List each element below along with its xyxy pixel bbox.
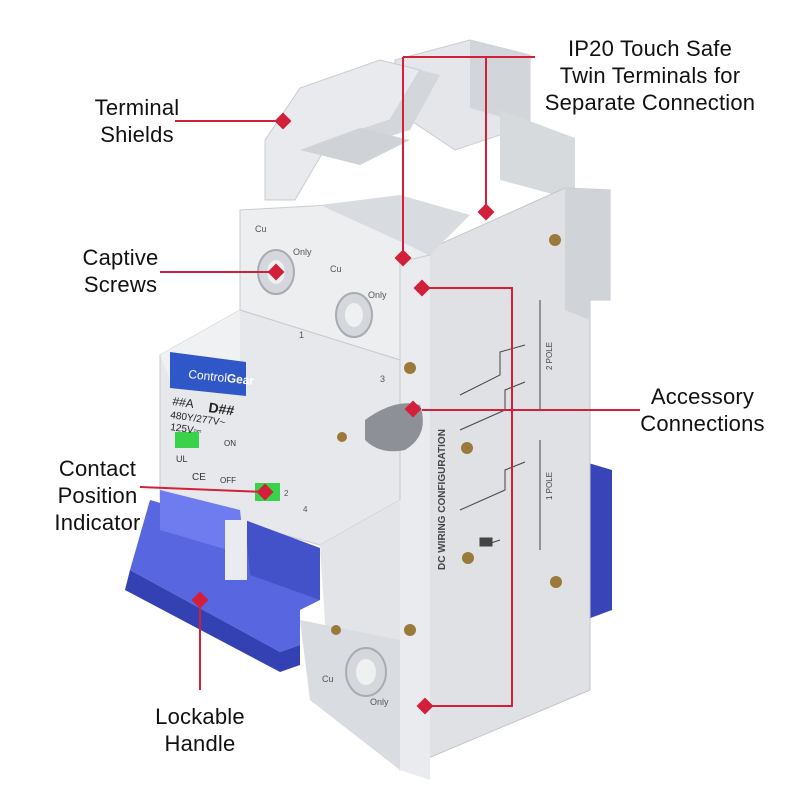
- ce-mark: CE: [192, 472, 206, 483]
- terminal-only-bottom: Only: [370, 697, 389, 707]
- terminal-number-1: 1: [299, 330, 304, 340]
- switch-on-label: ON: [224, 439, 236, 448]
- brand-label: ControlGear: [188, 367, 255, 388]
- side-wiring-label: DC WIRING CONFIGURATION: [437, 429, 448, 570]
- terminal-only-left: Only: [293, 247, 312, 257]
- terminal-cu-right: Cu: [330, 264, 342, 274]
- callout-captive-screws: Captive Screws: [82, 245, 159, 297]
- wiring-schematics: [459, 300, 541, 550]
- callout-accessory-connections: Accessory Connections: [640, 384, 765, 436]
- handle-graphic: [125, 490, 320, 672]
- terminal-number-2: 2: [284, 489, 289, 498]
- terminal-number-4: 4: [303, 505, 308, 514]
- terminal-number-3: 3: [380, 374, 385, 384]
- terminal-cu-left: Cu: [255, 224, 267, 234]
- terminal-only-right: Only: [368, 290, 387, 300]
- callout-markers: [191, 112, 495, 715]
- side-rivets: [331, 234, 562, 636]
- cert-mark: UL: [176, 454, 188, 464]
- terminal-shield-back: [394, 39, 575, 200]
- switch-off-label: OFF: [220, 476, 236, 485]
- screw-graphics: [257, 249, 387, 697]
- curve-label: D##: [208, 399, 236, 418]
- current-rating: ##A: [172, 394, 195, 411]
- terminal-cu-bottom: Cu: [322, 674, 334, 684]
- callout-contact-position-indicator: Contact Position Indicator: [54, 456, 141, 535]
- pole-2-label: 2 POLE: [545, 342, 554, 370]
- callout-terminal-shields: Terminal Shields: [94, 95, 180, 147]
- callout-lockable-handle: Lockable Handle: [155, 704, 245, 756]
- status-indicator: [175, 432, 199, 448]
- voltage-dc: 125V⎓: [170, 422, 203, 437]
- accessory-slot: [365, 403, 423, 452]
- callout-ip20-terminals: IP20 Touch Safe Twin Terminals for Separ…: [544, 36, 756, 115]
- leader-lines: [139, 56, 640, 707]
- front-label-block: [159, 309, 401, 546]
- pole-1-label: 1 POLE: [545, 472, 554, 500]
- terminal-shield-front: [264, 59, 440, 201]
